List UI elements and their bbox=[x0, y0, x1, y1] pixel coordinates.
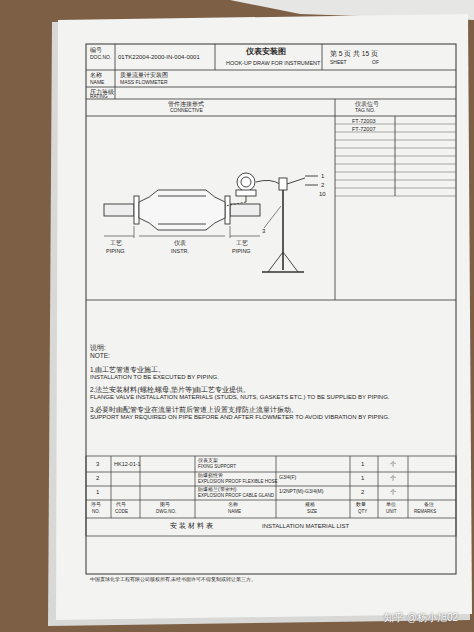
table-cell: 防爆格兰(带密封) bbox=[198, 487, 236, 493]
table-cell: EXPLOSION PROOF FLEXIBLE HOSE bbox=[198, 480, 278, 485]
column-head: TAG NO. bbox=[355, 108, 375, 114]
table-head: DWG.NO. bbox=[156, 510, 176, 515]
table-cell: G3/4(F) bbox=[279, 475, 296, 481]
table-cell: HK12-01-1 bbox=[114, 461, 141, 467]
table-cell: 1/2NPT(M)-G3/4(M) bbox=[279, 489, 323, 495]
table-cell: 个 bbox=[390, 461, 396, 468]
tag-number: FT-72003 bbox=[352, 118, 376, 124]
field-name: RATING bbox=[90, 94, 108, 99]
doc-number: 01TK22004-2000-IN-004-0001 bbox=[118, 54, 200, 61]
section-label: 工艺 bbox=[110, 240, 122, 247]
watermark: 知乎 @杨小旭02 bbox=[384, 612, 458, 623]
table-head: 单位 bbox=[386, 502, 396, 508]
note-heading: NOTE: bbox=[90, 352, 110, 359]
table-head: UNIT bbox=[386, 510, 397, 515]
field-value: 质量流量计安装图 bbox=[120, 72, 168, 78]
callout-number: 3 bbox=[262, 228, 265, 235]
section-label: 仪表 bbox=[174, 240, 186, 247]
table-head: 序号 bbox=[91, 502, 101, 508]
paper-sheet bbox=[56, 14, 472, 620]
section-label: PIPING bbox=[106, 248, 125, 254]
table-cell: 1 bbox=[361, 461, 364, 468]
table-cell: 2 bbox=[361, 489, 364, 496]
note-text: SUPPORT MAY REQUIRED ON PIPE BEFORE AND … bbox=[90, 414, 390, 421]
field-name: SHEET bbox=[330, 60, 347, 66]
table-head: NO. bbox=[92, 510, 100, 515]
callout-number: 1 bbox=[321, 173, 324, 180]
table-cell: 1 bbox=[361, 475, 364, 482]
field-name: NAME bbox=[90, 80, 104, 86]
note-text: FLANGE VALVE INSTALLATION MATERIALS (STU… bbox=[90, 394, 390, 401]
table-cell: 1 bbox=[96, 489, 99, 496]
table-cell: 3 bbox=[96, 461, 99, 468]
callout-number: 2 bbox=[321, 182, 324, 189]
column-head: 仪表位号 bbox=[355, 101, 379, 107]
sheet-number: 第 5 页 共 15 页 bbox=[330, 50, 378, 57]
table-head: SIZE bbox=[307, 510, 317, 515]
field-name: 编号 bbox=[90, 47, 102, 54]
tag-number: FT-72007 bbox=[352, 126, 376, 132]
section-label: PIPING bbox=[232, 248, 251, 254]
table-cell: 2 bbox=[96, 475, 99, 482]
field-name: 名称 bbox=[90, 72, 102, 79]
note-text: 2.法兰安装材料(螺栓,螺母,垫片等)由工艺专业提供。 bbox=[90, 386, 250, 393]
table-head: CODE bbox=[115, 510, 128, 515]
note-text: INSTALLATION TO BE EXECUTED BY PIPING. bbox=[90, 374, 219, 381]
table-cell: 防爆挠性管 bbox=[198, 473, 223, 479]
table-head: QTY bbox=[358, 510, 367, 515]
table-cell: 个 bbox=[390, 475, 396, 482]
leader-lines bbox=[104, 206, 281, 238]
field-name: DOC.NO. bbox=[90, 55, 111, 61]
table-head: 代号 bbox=[116, 502, 126, 508]
table-title: INSTALLATION MATERIAL LIST bbox=[262, 523, 349, 530]
table-head: 规格 bbox=[305, 502, 315, 508]
table-head: 数量 bbox=[356, 502, 366, 508]
table-cell: 仪表支架 bbox=[198, 458, 218, 464]
section-label: 工艺 bbox=[236, 240, 248, 247]
column-head: CONNECTIVE bbox=[170, 108, 203, 114]
tag-rows bbox=[335, 124, 456, 196]
table-cell: 个 bbox=[390, 489, 396, 496]
table-head: 备注 bbox=[424, 502, 434, 508]
title-en: HOOK-UP DRAW FOR INSTRUMENT bbox=[226, 60, 320, 66]
footer-text: 中国寰球化学工程有限公司版权所有,未经书面许可不得复制或转让第三方。 bbox=[90, 578, 256, 583]
table-title: 安 装 材 料 表 bbox=[170, 522, 213, 530]
flowmeter-figure bbox=[104, 173, 318, 272]
table-head: NAME bbox=[228, 510, 241, 515]
field-value: MASS FLOWMETER bbox=[120, 80, 168, 86]
column-head: 管件连接形式 bbox=[168, 101, 204, 107]
frame-lines bbox=[86, 44, 456, 574]
sheet-title: 仪表安装图 bbox=[246, 48, 286, 56]
note-heading: 说明: bbox=[90, 344, 106, 351]
callout-number: 10 bbox=[319, 191, 326, 198]
note-text: 1.由工艺管道专业施工。 bbox=[90, 366, 165, 373]
table-cell: FIXING SUPPORT bbox=[198, 465, 236, 470]
note-text: 3.必要时由配管专业在流量计前后管道上设置支撑防止流量计振动。 bbox=[90, 406, 298, 413]
section-label: INSTR. bbox=[171, 248, 189, 254]
table-head: 图号 bbox=[160, 502, 170, 508]
table-head: 名称 bbox=[228, 502, 238, 508]
material-table bbox=[86, 456, 456, 536]
table-head: REMARKS bbox=[414, 510, 436, 515]
field-name: OF bbox=[372, 60, 379, 66]
table-cell: EXPLOSION PROOF CABLE GLAND bbox=[198, 494, 274, 499]
